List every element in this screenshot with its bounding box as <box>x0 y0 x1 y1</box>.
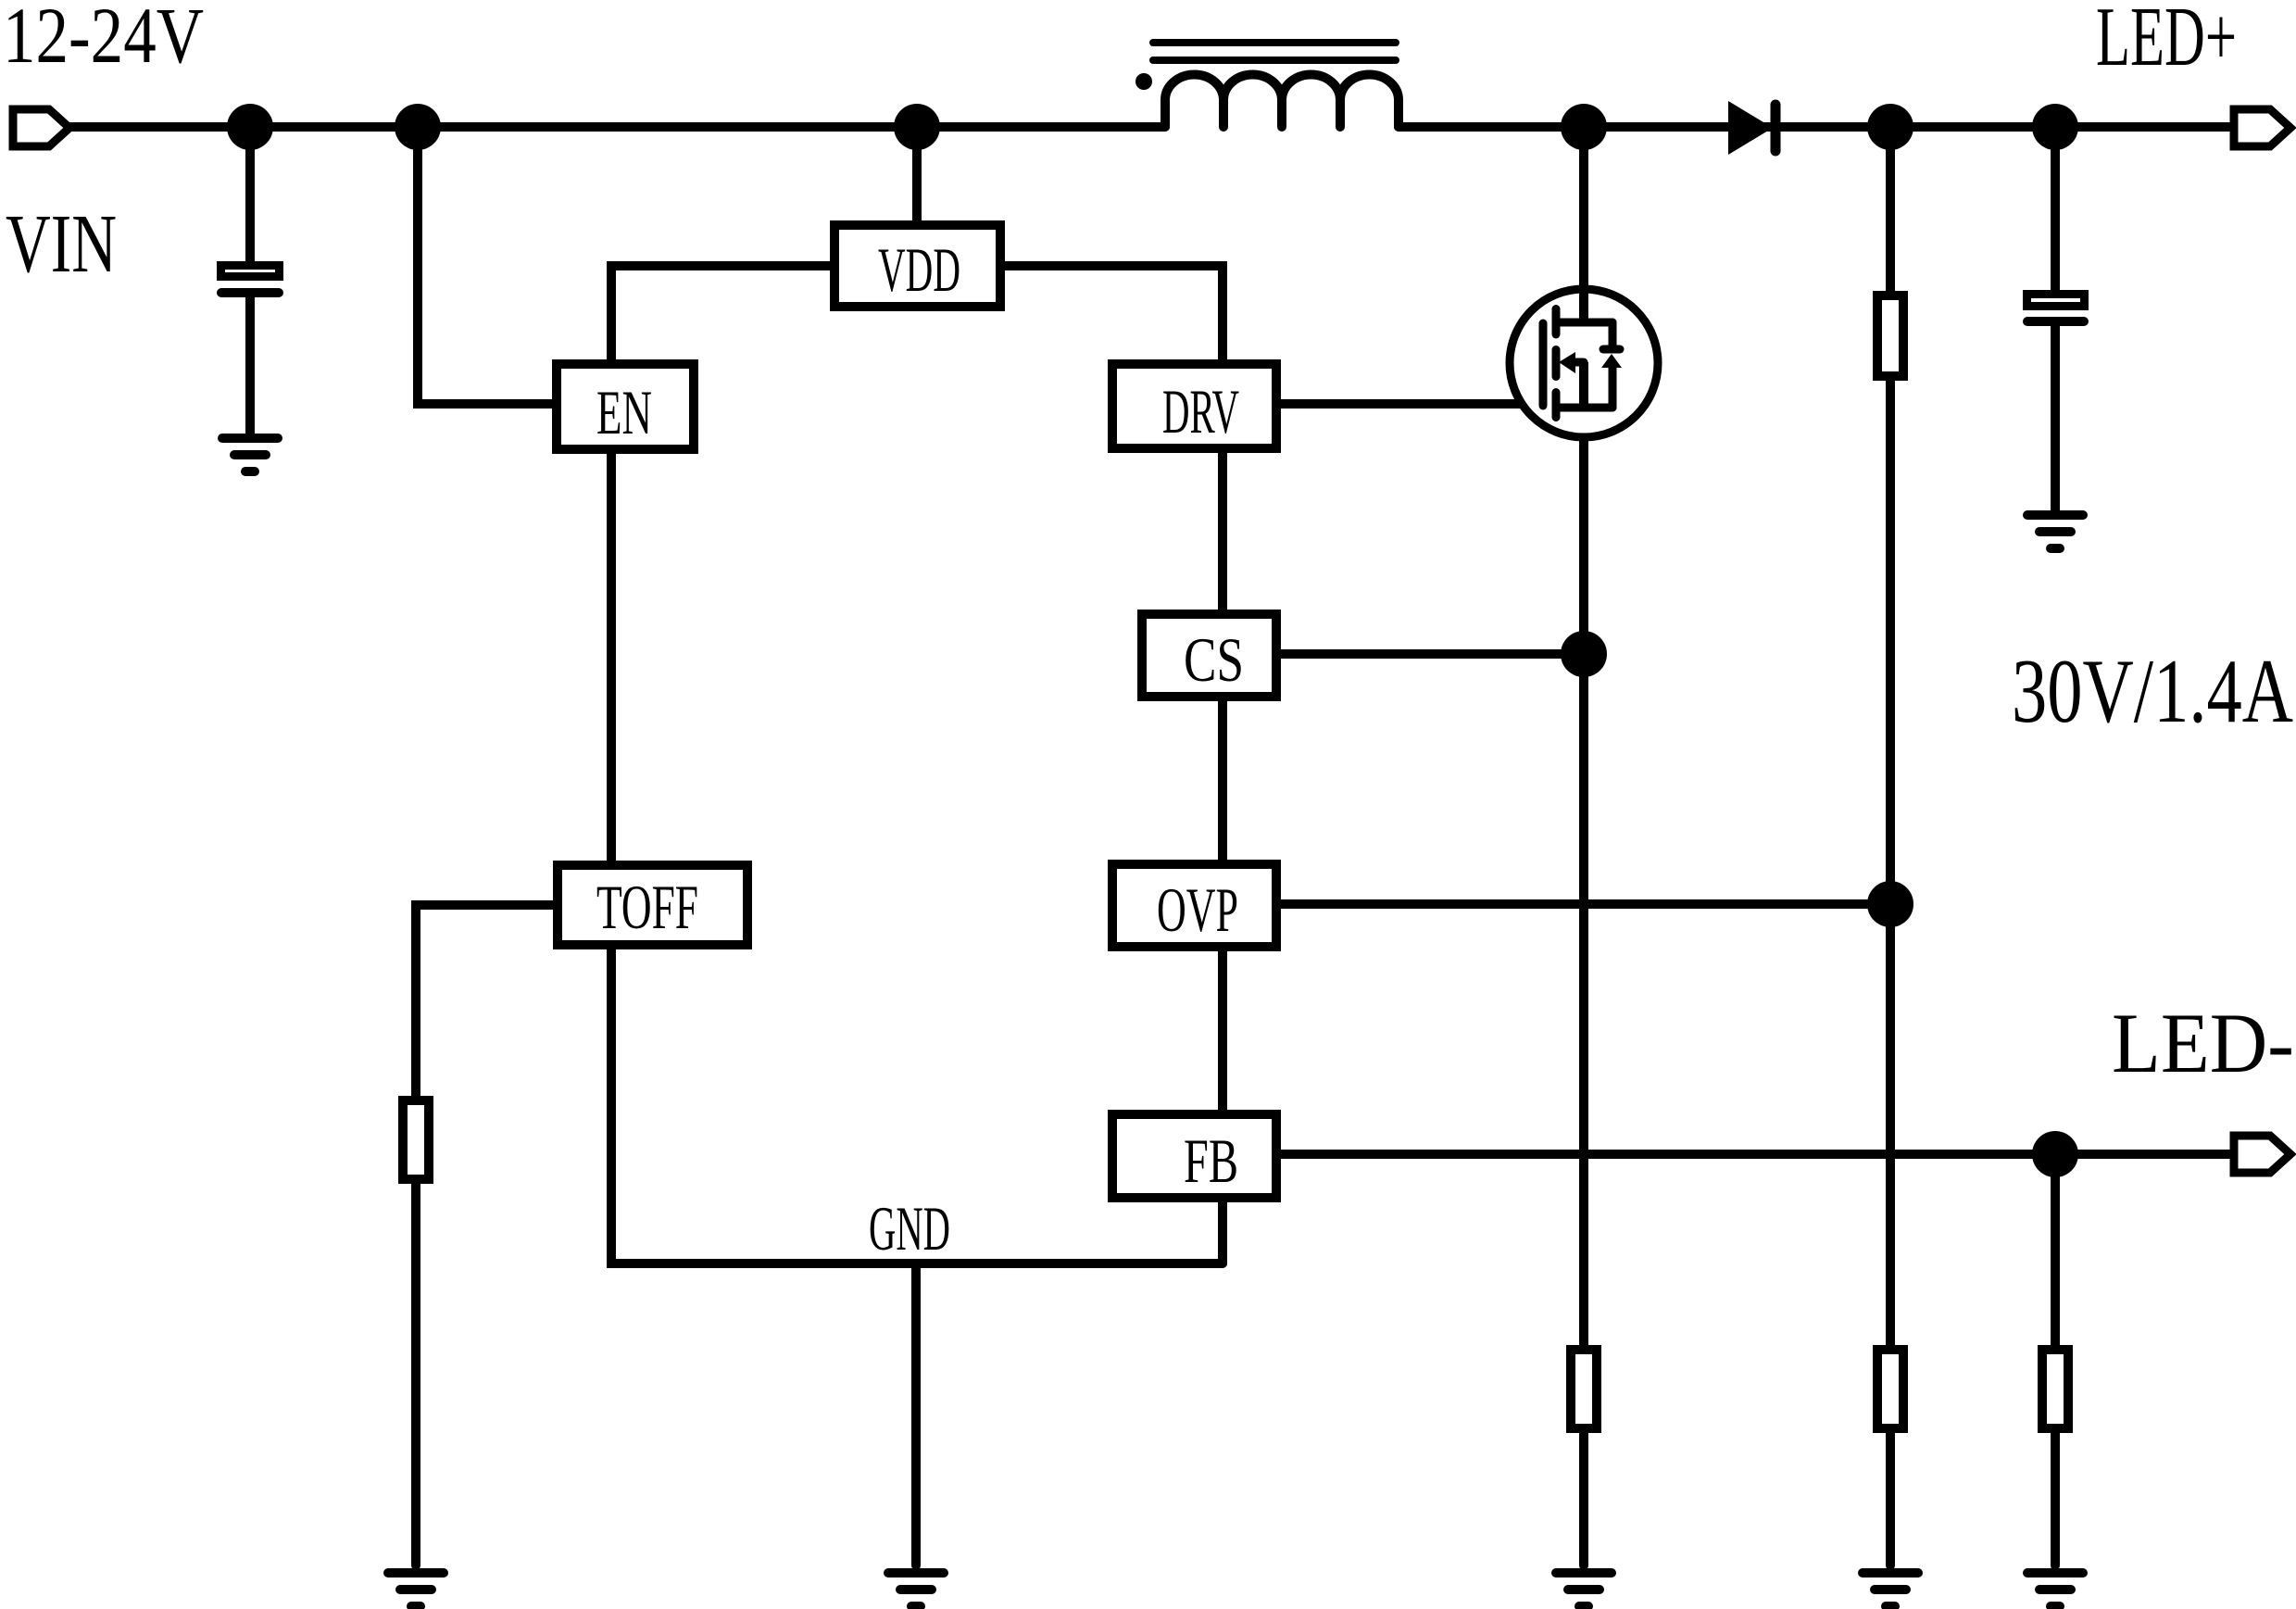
svg-text:GND: GND <box>869 1193 950 1263</box>
svg-text:CS: CS <box>1184 624 1244 695</box>
svg-text:30V/1.4A: 30V/1.4A <box>2012 641 2293 742</box>
svg-text:LED-: LED- <box>2112 996 2294 1090</box>
svg-text:OVP: OVP <box>1157 874 1238 945</box>
svg-text:LED+: LED+ <box>2096 0 2237 83</box>
svg-text:VIN: VIN <box>6 198 117 290</box>
svg-text:FB: FB <box>1184 1125 1238 1196</box>
svg-text:EN: EN <box>596 377 652 447</box>
svg-text:VDD: VDD <box>878 234 960 305</box>
svg-text:DRV: DRV <box>1162 376 1239 446</box>
svg-text:12-24V: 12-24V <box>3 0 204 80</box>
svg-text:TOFF: TOFF <box>596 872 698 942</box>
